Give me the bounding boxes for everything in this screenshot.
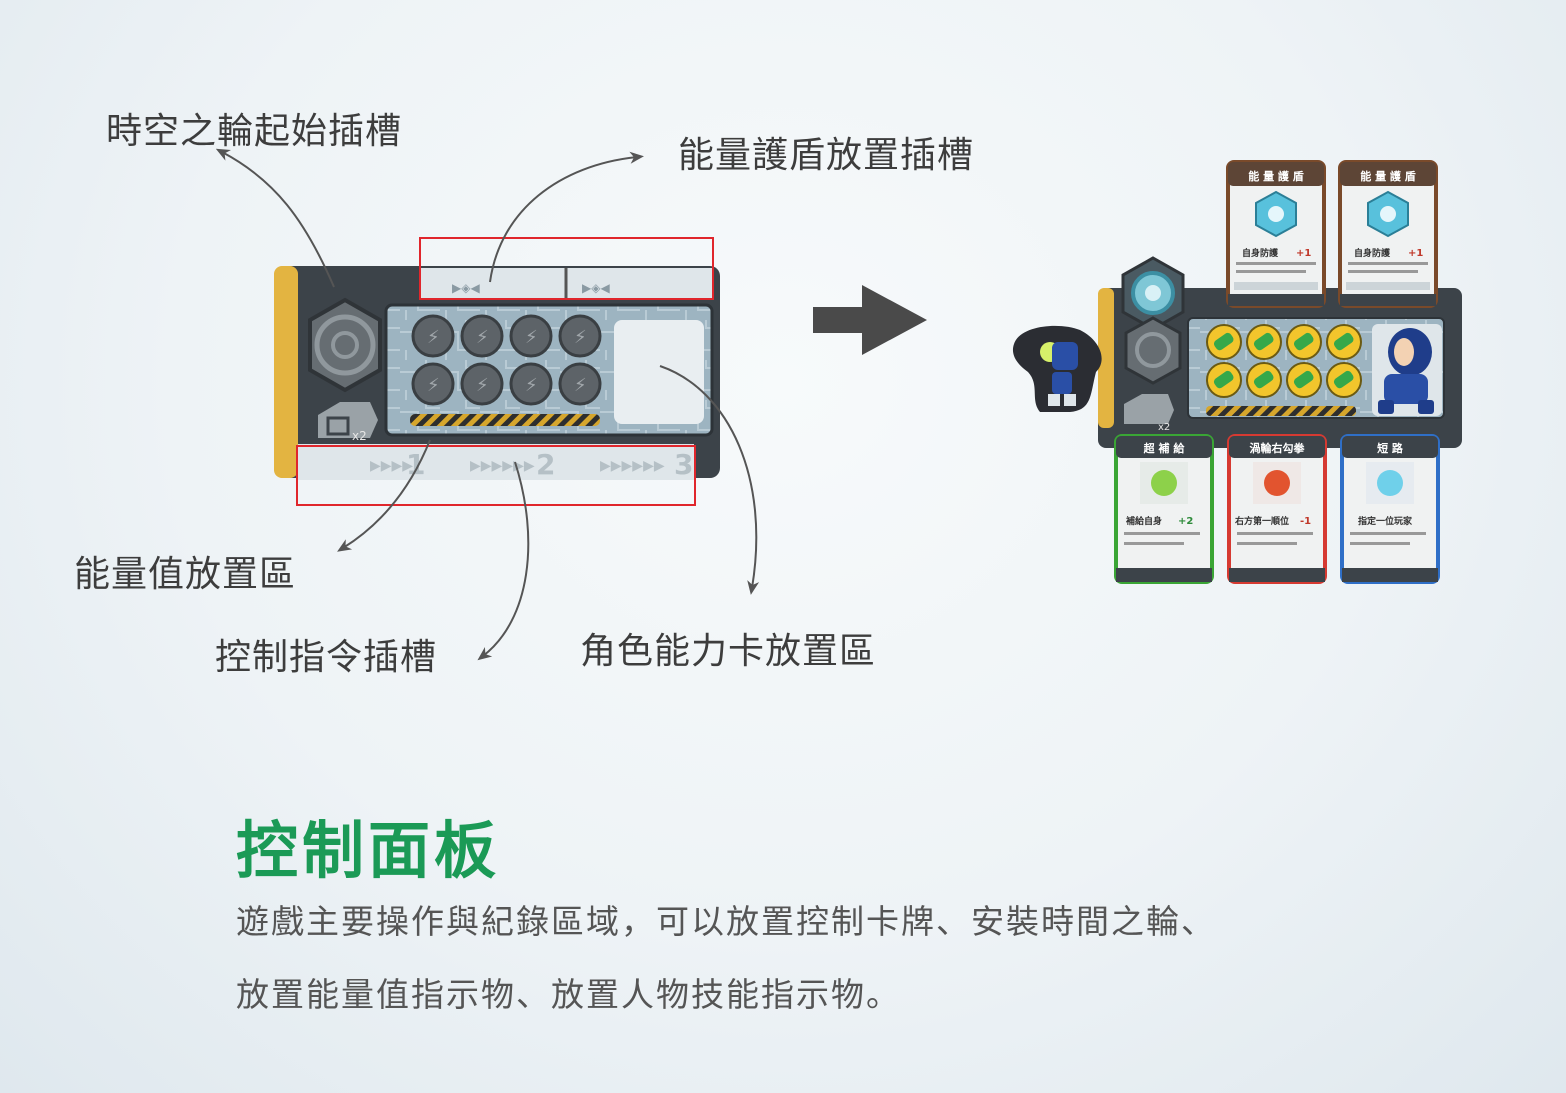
control-panel-board-empty: ▶◈◀ ▶◈◀ x2 ⚡ ⚡ ⚡ ⚡ — [274, 266, 720, 481]
card-value: -1 — [1300, 516, 1311, 527]
hazard-stripe — [410, 414, 600, 426]
command-card-red: 渦輪右勾拳 右方第一順位 -1 — [1227, 434, 1327, 584]
card-title: 能 量 護 盾 — [1248, 169, 1304, 183]
card-swap-icon: x2 — [318, 402, 378, 443]
role-card-robot — [1372, 324, 1442, 416]
callout-energy-area: 能量值放置區 — [74, 554, 297, 595]
command-card-green: 超 補 給 補給自身 +2 — [1114, 434, 1214, 584]
svg-text:▶▶▶▶: ▶▶▶▶ — [370, 458, 413, 474]
role-card-slot — [614, 320, 704, 424]
energy-token-slots: ⚡ ⚡ ⚡ ⚡ ⚡ ⚡ ⚡ ⚡ — [411, 314, 602, 406]
x2-badge: x2 — [352, 429, 367, 443]
section-desc-line2: 放置能量值指示物、放置人物技能指示物。 — [236, 975, 901, 1014]
shield-slot-highlight — [419, 237, 714, 300]
svg-text:▶▶▶▶▶▶: ▶▶▶▶▶▶ — [470, 458, 535, 474]
character-standee-robot — [1012, 325, 1102, 412]
card-title: 渦輪右勾拳 — [1250, 441, 1306, 455]
callout-command-slot: 控制指令插槽 — [215, 637, 438, 678]
svg-text:⚡: ⚡ — [574, 327, 587, 348]
shield-slot-mark: ▶◈◀ — [452, 281, 480, 295]
slot-number: 2 — [536, 448, 555, 481]
control-panel-board-filled: x2 — [1098, 256, 1462, 448]
card-value: +1 — [1408, 248, 1423, 259]
section-desc-line1: 遊戲主要操作與紀錄區域，可以放置控制卡牌、安裝時間之輪、 — [236, 902, 1216, 941]
card-value: +2 — [1178, 516, 1193, 527]
svg-text:⚡: ⚡ — [574, 375, 587, 396]
card-title: 能 量 護 盾 — [1360, 169, 1416, 183]
section-title: 控制面板 — [236, 814, 501, 887]
callout-shield-slot: 能量護盾放置插槽 — [678, 135, 975, 176]
card-value: +1 — [1296, 248, 1311, 259]
card-ability: 補給自身 — [1125, 515, 1162, 527]
gold-edge — [274, 266, 298, 478]
command-card-blue: 短 路 指定一位玩家 — [1340, 434, 1440, 584]
svg-text:⚡: ⚡ — [525, 327, 538, 348]
transition-arrow-icon — [813, 285, 927, 355]
shield-card: 能 量 護 盾 自身防護 +1 — [1338, 160, 1438, 308]
card-ability: 自身防護 — [1354, 247, 1391, 259]
shield-slot-mark: ▶◈◀ — [582, 281, 610, 295]
callout-role-card-area: 角色能力卡放置區 — [580, 631, 877, 672]
slot-number: 1 — [406, 448, 425, 481]
svg-text:⚡: ⚡ — [525, 375, 538, 396]
shield-card: 能 量 護 盾 自身防護 +1 — [1226, 160, 1326, 308]
card-title: 超 補 給 — [1143, 441, 1186, 455]
energy-tokens-filled — [1206, 324, 1362, 398]
svg-text:⚡: ⚡ — [427, 327, 440, 348]
card-ability: 自身防護 — [1242, 247, 1279, 259]
card-ability: 指定一位玩家 — [1358, 515, 1413, 527]
slot-number: 3 — [674, 448, 693, 481]
command-slot-highlight — [296, 445, 696, 506]
time-wheel-hex-icon — [308, 297, 382, 393]
callout-wheel-slot: 時空之輪起始插槽 — [106, 111, 403, 152]
callout-arrows — [215, 148, 760, 661]
svg-text:⚡: ⚡ — [476, 327, 489, 348]
card-title: 短 路 — [1377, 441, 1404, 455]
card-ability: 右方第一順位 — [1234, 515, 1289, 527]
svg-text:⚡: ⚡ — [476, 375, 489, 396]
svg-text:▶▶▶▶▶▶: ▶▶▶▶▶▶ — [600, 458, 665, 474]
svg-text:⚡: ⚡ — [427, 375, 440, 396]
x2-badge: x2 — [1158, 422, 1170, 433]
